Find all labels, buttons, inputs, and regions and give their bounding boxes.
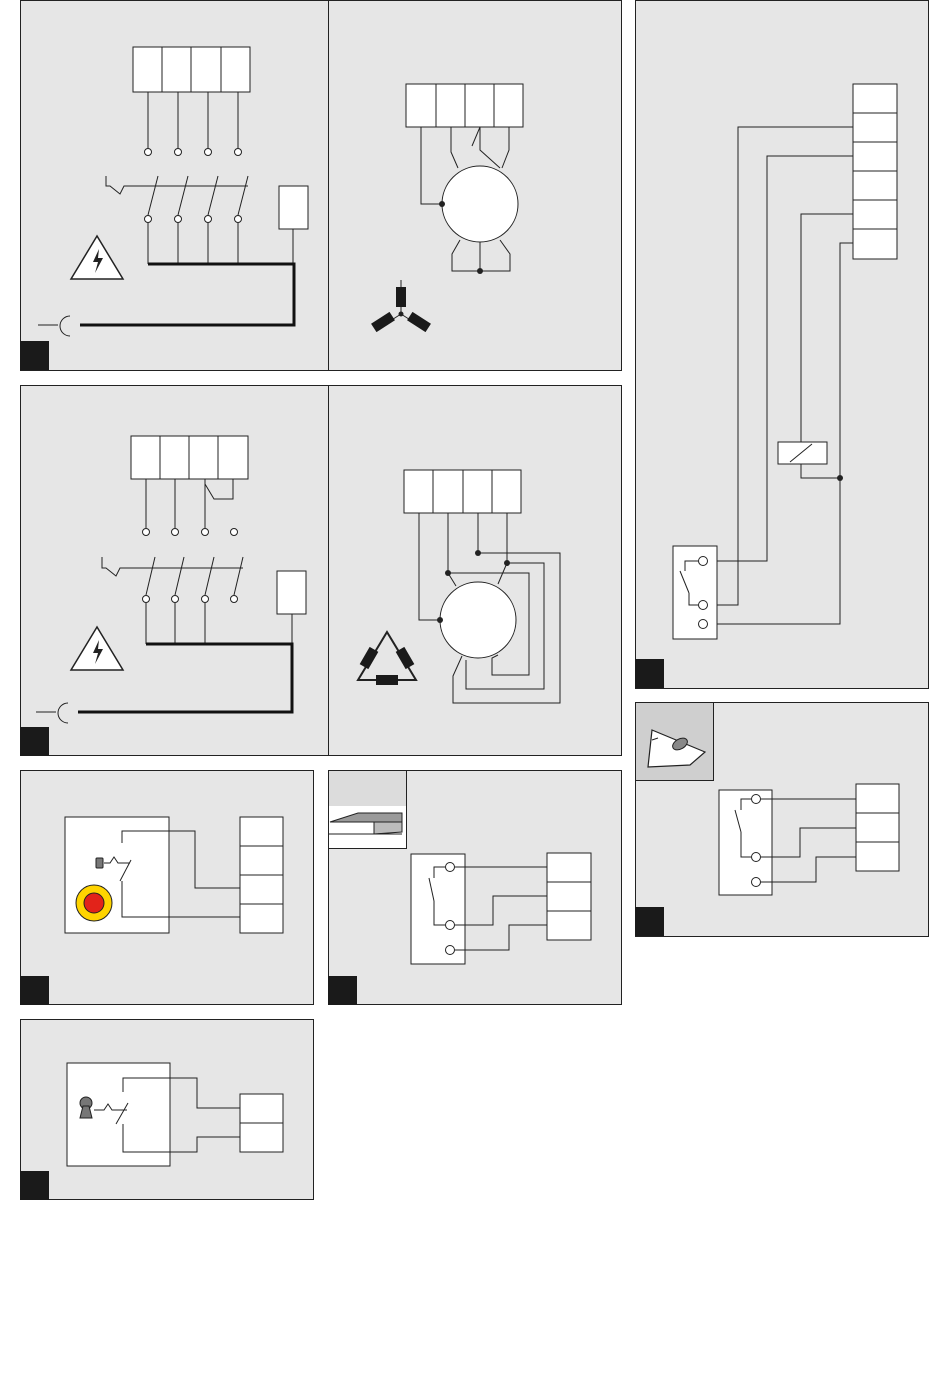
figure-tag — [328, 976, 357, 1005]
terminal-block — [133, 47, 250, 92]
relay-coil-icon — [778, 442, 827, 464]
panel-motor-delta — [329, 386, 622, 756]
panel-supply-switch — [20, 1, 329, 371]
panel-supply-bridged — [20, 386, 329, 757]
fuse-box — [277, 571, 306, 614]
terminal-strip — [856, 784, 899, 871]
terminal-strip — [240, 817, 283, 933]
figure-tag — [20, 341, 49, 370]
terminal-strip — [547, 853, 591, 940]
panel-relay-control — [635, 1, 929, 689]
changeover-switch-icon — [673, 546, 717, 639]
panel-emergency-stop — [20, 771, 314, 1006]
panel-key-switch — [20, 1020, 314, 1201]
motor-terminal-block — [406, 84, 523, 127]
figure-tag — [20, 976, 49, 1005]
panel-foot-switch — [635, 703, 929, 937]
terminal-block — [131, 436, 248, 479]
fuse-box — [279, 186, 308, 229]
motor-icon — [440, 582, 516, 658]
motor-icon — [442, 166, 518, 242]
figure-tag — [635, 659, 664, 688]
control-terminal-strip — [853, 84, 897, 259]
terminal-strip — [240, 1094, 283, 1152]
panel-motor-star — [329, 1, 622, 371]
figure-tag — [20, 727, 49, 756]
motor-terminal-block — [404, 470, 521, 513]
figure-tag — [635, 907, 664, 936]
safety-edge-icon — [329, 771, 407, 849]
emergency-stop-button-icon — [76, 885, 112, 921]
figure-tag — [20, 1171, 49, 1200]
panel-safety-edge — [328, 771, 622, 1006]
foot-switch-icon — [636, 703, 714, 781]
